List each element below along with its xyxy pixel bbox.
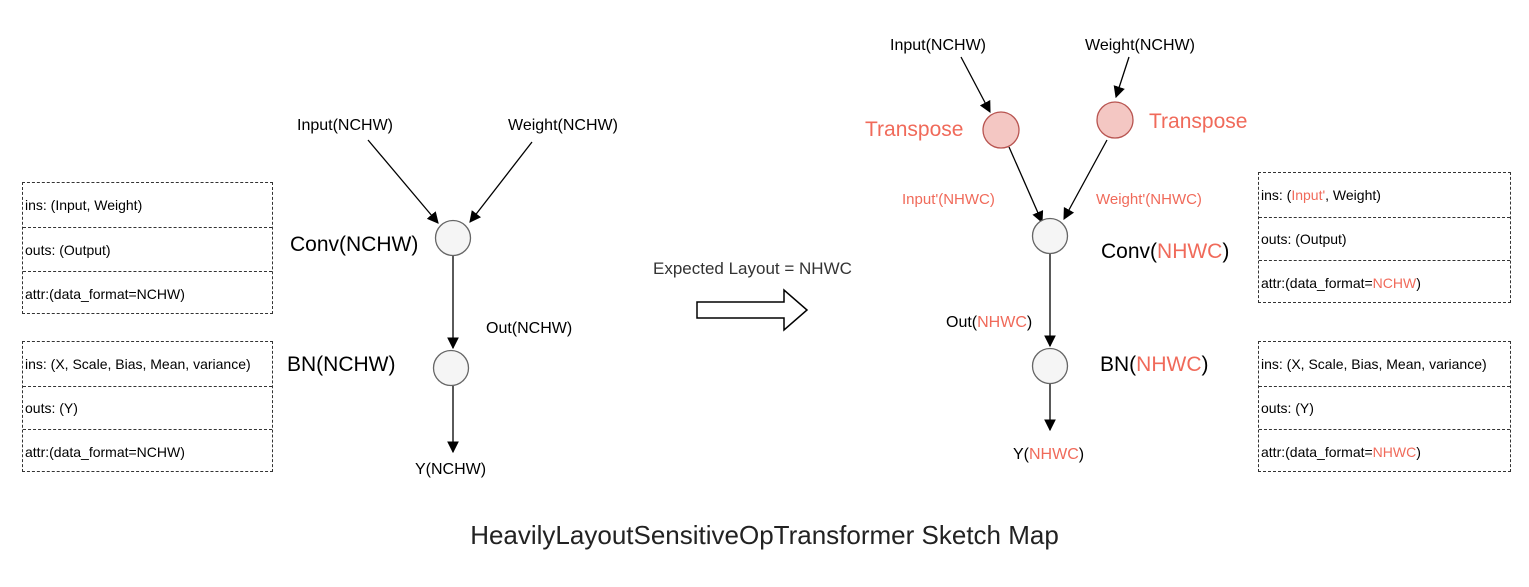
y-label-left: Y(NCHW) [415,461,487,478]
conv-attr-box-right: ins: (Input', Weight) outs: (Output) att… [1258,172,1511,303]
out-label-right: Out(NHWC) [946,313,1032,333]
bn-attr-box-right: ins: (X, Scale, Bias, Mean, variance) ou… [1258,341,1511,472]
edge-transpose-conv-right [1063,139,1108,221]
bn-layout: NHWC [1136,353,1202,376]
out-layout: NHWC [977,314,1027,331]
conv-outs-row-left: outs: (Output) [23,227,272,272]
conv-node-left [434,219,472,257]
bn-label-left: BN(NCHW) [287,353,396,376]
conv-attr-suffix: ) [1416,275,1421,291]
input-prime-label: Input'(NHWC) [902,191,995,208]
bn-attr-row-left: attr:(data_format=NCHW) [23,429,272,474]
out-suffix: ) [1026,314,1033,331]
y-layout: NHWC [1029,446,1079,463]
bn-attr-highlight: NHWC [1372,444,1417,460]
input-label-left: Input(NCHW) [297,117,394,134]
bn-suffix: ) [1201,353,1209,376]
conv-outs-row-right: outs: (Output) [1259,217,1510,261]
bn-outs-row-left: outs: (Y) [23,386,272,430]
weight-prime-label: Weight'(NHWC) [1096,191,1202,208]
conv-label-right: Conv(NHWC) [1101,240,1229,264]
input-label-right: Input(NCHW) [890,37,987,54]
edge-weight-transpose [1113,56,1130,99]
conv-node-right [1031,217,1069,255]
edge-input-conv-left [367,139,439,224]
out-prefix: Out( [946,314,978,331]
conv-layout: NHWC [1157,240,1223,263]
expected-layout-label: Expected Layout = NHWC [653,259,852,278]
bn-attr-suffix: ) [1416,444,1421,460]
edge-weight-conv-left [469,141,533,223]
diagram-caption: HeavilyLayoutSensitiveOpTransformer Sket… [470,520,1059,550]
transpose-node-left [982,111,1020,149]
bn-label-right: BN(NHWC) [1100,353,1209,377]
bn-ins-row-right: ins: (X, Scale, Bias, Mean, variance) [1261,356,1487,372]
conv-label-left: Conv(NCHW) [290,233,419,256]
bn-attr-row-right: attr:(data_format=NHWC) [1259,429,1510,474]
edge-input-transpose [960,56,991,114]
conv-attr-row-left: attr:(data_format=NCHW) [23,271,272,316]
weight-label-left: Weight(NCHW) [508,117,618,134]
bn-attr-prefix: attr:(data_format= [1261,444,1373,460]
conv-attr-prefix: attr:(data_format= [1261,275,1373,291]
bn-ins-row-left: ins: (X, Scale, Bias, Mean, variance) [25,356,251,372]
conv-attr-row-right: attr:(data_format=NCHW) [1259,260,1510,305]
y-label-right: Y(NHWC) [1013,445,1084,465]
transpose-label-left: Transpose [865,118,964,141]
edge-transpose-conv-left [1008,146,1044,224]
bn-prefix: BN( [1100,353,1137,376]
bn-node-left [432,349,470,387]
bn-attr-box-left: ins: (X, Scale, Bias, Mean, variance) ou… [22,341,273,472]
conv-ins-prefix: ins: ( [1261,187,1292,203]
bn-outs-row-right: outs: (Y) [1259,386,1510,430]
bn-node-right [1031,347,1069,385]
conv-ins-highlight: Input' [1291,187,1326,203]
y-prefix: Y( [1013,446,1029,463]
transpose-label-right: Transpose [1149,110,1248,133]
conv-prefix: Conv( [1101,240,1158,263]
transpose-node-right [1096,101,1134,139]
conv-attr-box-left: ins: (Input, Weight) outs: (Output) attr… [22,182,273,314]
conv-ins-row-right: ins: (Input', Weight) [1259,173,1510,217]
conv-ins-row-left: ins: (Input, Weight) [25,197,143,213]
transform-arrow [696,288,809,332]
conv-attr-highlight: NCHW [1372,275,1417,291]
weight-label-right: Weight(NCHW) [1085,37,1195,54]
y-suffix: ) [1078,446,1085,463]
conv-ins-suffix: , Weight) [1325,187,1381,203]
out-label-left: Out(NCHW) [486,320,573,337]
conv-suffix: ) [1222,240,1230,263]
